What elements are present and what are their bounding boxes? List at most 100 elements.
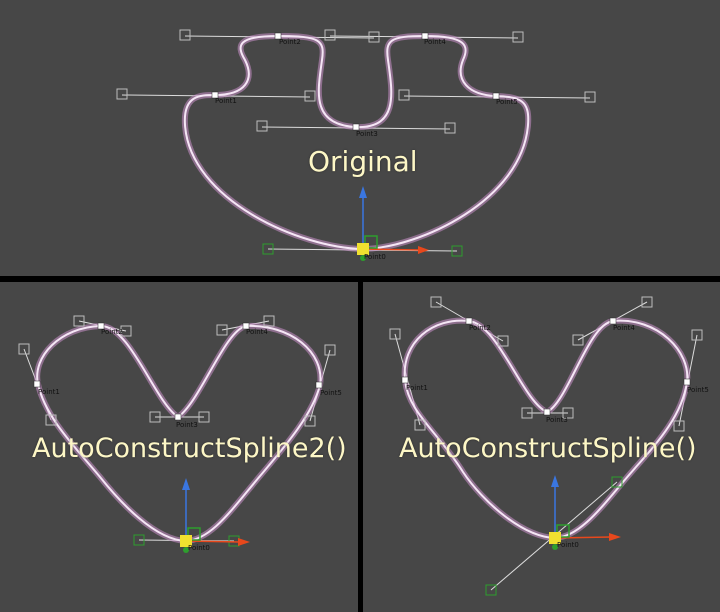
point-label: Point3 (176, 421, 198, 429)
point-label: Point2 (279, 38, 301, 46)
plane-handle-icon[interactable] (556, 524, 570, 538)
axis-z-icon[interactable] (552, 544, 558, 550)
axis-y-arrow-icon[interactable] (551, 475, 559, 487)
spline-glow (181, 32, 532, 252)
control-point-1[interactable] (401, 376, 409, 384)
selected-point-icon[interactable] (549, 532, 561, 544)
point-label: Point1 (406, 384, 428, 392)
axis-y-arrow-icon[interactable] (359, 186, 367, 198)
axis-y-arrow-icon[interactable] (182, 478, 190, 490)
panel-title-autoconstructspline: AutoConstructSpline() (399, 433, 697, 464)
tangent-handle[interactable] (389, 328, 401, 340)
control-point-2[interactable] (97, 322, 105, 330)
control-point-2[interactable] (465, 317, 473, 325)
plane-handle-icon[interactable] (364, 235, 378, 249)
control-point-5[interactable] (315, 381, 323, 389)
tangent-handles[interactable] (116, 29, 596, 257)
tangent-handle[interactable] (133, 534, 145, 546)
point-label: Point1 (215, 97, 237, 105)
tangent-handle[interactable] (414, 419, 426, 431)
tangent-handle[interactable] (485, 584, 497, 596)
point-label: Point2 (101, 328, 123, 336)
point-label: Point3 (356, 130, 378, 138)
point-label: Point0 (557, 541, 579, 549)
tangent-handle[interactable] (521, 407, 533, 419)
point-label: Point4 (424, 38, 446, 46)
control-point-5[interactable] (683, 378, 691, 386)
tangent-handle[interactable] (198, 411, 210, 423)
control-point-4[interactable] (421, 32, 429, 40)
spline-view-original: Point2 Point4 Point1 Point5 Point3 Point… (116, 29, 596, 261)
tangent-handle[interactable] (116, 88, 128, 100)
tangent-handle[interactable] (18, 343, 30, 355)
tangent-handle[interactable] (179, 29, 191, 41)
tangent-handle[interactable] (45, 414, 57, 426)
tangent-handle[interactable] (691, 329, 703, 341)
tangent-lines (23, 320, 331, 542)
tangent-handle[interactable] (324, 29, 336, 41)
tangent-handle[interactable] (368, 31, 380, 43)
selected-point-icon[interactable] (180, 535, 192, 547)
control-point-3[interactable] (174, 413, 182, 421)
tangent-handle[interactable] (304, 90, 316, 102)
tangent-handle[interactable] (584, 91, 596, 103)
control-point-5[interactable] (492, 92, 500, 100)
tangent-lines (121, 35, 591, 252)
selected-point-icon[interactable] (357, 243, 369, 255)
point-label: Point4 (613, 324, 635, 332)
axis-z-icon[interactable] (360, 255, 366, 261)
tangent-handle[interactable] (398, 89, 410, 101)
control-point-3[interactable] (543, 408, 551, 416)
tangent-handle[interactable] (641, 296, 653, 308)
spline-view-autoconstructspline2: Point2 Point4 Point1 Point5 Point3 Point… (18, 315, 342, 553)
transform-gizmo[interactable] (357, 186, 429, 261)
tangent-handle[interactable] (444, 122, 456, 134)
control-point-1[interactable] (33, 380, 41, 388)
point-label: Point1 (38, 388, 60, 396)
transform-gizmo[interactable] (549, 475, 621, 550)
tangent-handle[interactable] (430, 296, 442, 308)
point-label: Point5 (496, 98, 518, 106)
point-label: Point3 (546, 416, 568, 424)
spline-view-autoconstructspline: Point2 Point4 Point1 Point5 Point3 Point… (389, 296, 709, 596)
tangent-handle[interactable] (149, 411, 161, 423)
spline-glow (401, 317, 691, 541)
tangent-handle[interactable] (572, 334, 584, 346)
control-point-3[interactable] (352, 123, 360, 131)
viewport-autoconstructspline[interactable]: Point2 Point4 Point1 Point5 Point3 Point… (363, 282, 720, 612)
tangent-handle[interactable] (451, 245, 463, 257)
point-label: Point0 (364, 253, 386, 261)
tangent-handle[interactable] (611, 476, 623, 488)
axis-z-icon[interactable] (183, 547, 189, 553)
axis-x-arrow-icon[interactable] (609, 533, 621, 541)
axis-x-arrow-icon[interactable] (238, 538, 250, 546)
control-point-1[interactable] (211, 91, 219, 99)
control-point-4[interactable] (609, 317, 617, 325)
tangent-handles[interactable] (389, 296, 703, 596)
point-label: Point2 (469, 324, 491, 332)
tangent-handle[interactable] (324, 344, 336, 356)
tangent-handle[interactable] (120, 325, 132, 337)
tangent-handle[interactable] (73, 315, 85, 327)
plane-handle-icon[interactable] (187, 527, 201, 541)
axis-x-arrow-icon[interactable] (418, 246, 429, 254)
control-point-4[interactable] (242, 322, 250, 330)
point-label: Point5 (687, 386, 709, 394)
tangent-handle[interactable] (304, 415, 316, 427)
control-point-2[interactable] (274, 32, 282, 40)
tangent-handles[interactable] (18, 315, 336, 547)
spline-curve (183, 34, 530, 250)
transform-gizmo[interactable] (180, 478, 250, 553)
viewport-original[interactable]: Point2 Point4 Point1 Point5 Point3 Point… (0, 0, 720, 276)
panel-title-autoconstructspline2: AutoConstructSpline2() (32, 433, 347, 464)
viewport-autoconstructspline2[interactable]: Point2 Point4 Point1 Point5 Point3 Point… (0, 282, 358, 612)
tangent-handle[interactable] (562, 407, 574, 419)
tangent-handle[interactable] (512, 31, 524, 43)
tangent-handle[interactable] (262, 243, 274, 255)
tangent-handle[interactable] (497, 335, 509, 347)
tangent-handle[interactable] (256, 120, 268, 132)
tangent-handle[interactable] (673, 420, 685, 432)
tangent-handle[interactable] (216, 324, 228, 336)
tangent-handle[interactable] (263, 315, 275, 327)
point-label: Point4 (246, 328, 268, 336)
